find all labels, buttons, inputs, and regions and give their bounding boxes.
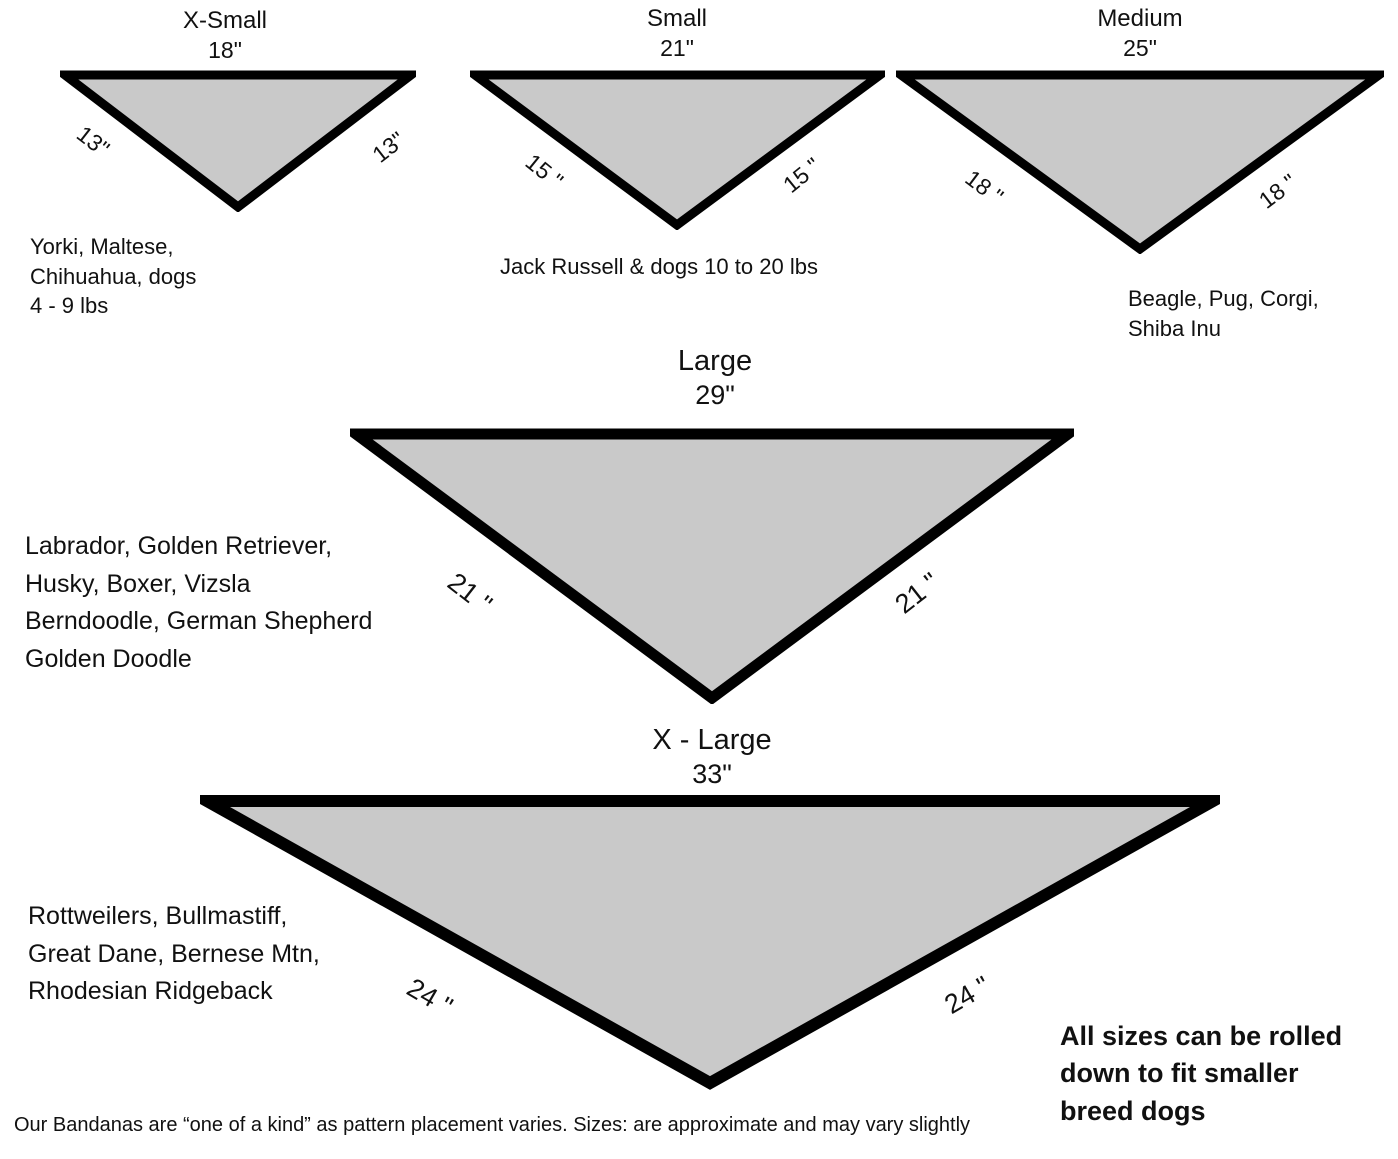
size-name-label: Large: [677, 345, 753, 377]
size-name-label: Medium: [1097, 5, 1183, 32]
bandana-triangle-small: [470, 70, 885, 230]
top-width-label: 29": [695, 380, 735, 411]
bandana-triangle-large: [350, 428, 1074, 704]
bandana-triangle-medium: [896, 70, 1384, 254]
size-name-label: Small: [646, 5, 707, 32]
size-block-small-header: Small 21": [552, 4, 802, 63]
size-block-large-header: Large 29": [565, 343, 865, 413]
size-name-label: X - Large: [652, 724, 772, 756]
breeds-text-small: Jack Russell & dogs 10 to 20 lbs: [500, 254, 818, 279]
rolled-down-note: All sizes can be rolled down to fit smal…: [1060, 1021, 1343, 1126]
top-width-label: 18": [208, 37, 242, 63]
breeds-text-medium: Beagle, Pug, Corgi, Shiba Inu: [1128, 286, 1319, 341]
top-width-label: 21": [660, 35, 694, 61]
size-block-medium-header: Medium 25": [1015, 4, 1265, 63]
top-width-label: 25": [1123, 35, 1157, 61]
breeds-text-xsmall: Yorki, Maltese, Chihuahua, dogs 4 - 9 lb…: [30, 234, 197, 319]
breeds-text-xlarge: Rottweilers, Bullmastiff, Great Dane, Be…: [28, 902, 320, 1005]
size-block-xlarge-header: X - Large 33": [562, 722, 862, 792]
footer-disclaimer: Our Bandanas are “one of a kind” as patt…: [14, 1114, 971, 1136]
size-block-xsmall-header: X-Small 18": [100, 6, 350, 65]
size-name-label: X-Small: [182, 7, 267, 34]
breeds-text-large: Labrador, Golden Retriever, Husky, Boxer…: [25, 532, 373, 673]
bandana-triangle-xsmall: [60, 70, 416, 212]
bandana-triangle-xlarge: [200, 795, 1220, 1090]
top-width-label: 33": [692, 759, 732, 790]
